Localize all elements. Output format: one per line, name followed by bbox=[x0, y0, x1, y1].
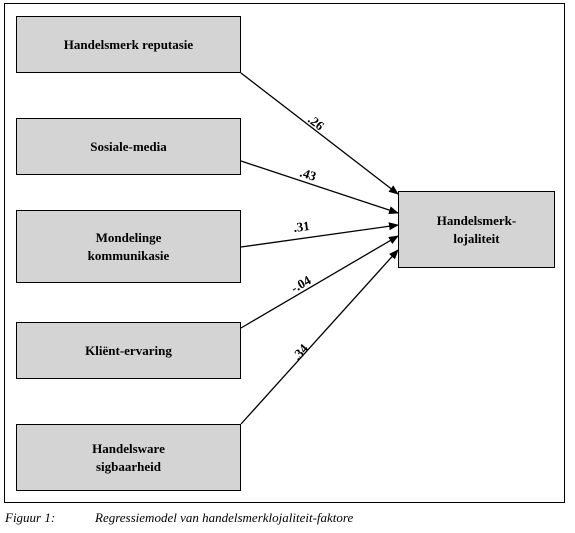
coefficient-sigbaarheid: .34 bbox=[289, 341, 311, 363]
predictor-label-line: kommunikasie bbox=[87, 247, 170, 263]
predictor-box-sosiale-media: Sosiale-media bbox=[16, 118, 241, 175]
predictor-box-klient-ervaring: Kliënt-ervaring bbox=[16, 322, 241, 379]
predictor-label-line: Mondelinge bbox=[95, 229, 162, 245]
coefficient-reputasie: .26 bbox=[305, 112, 327, 134]
arrow-klient-ervaring bbox=[240, 235, 399, 329]
arrow-reputasie bbox=[240, 72, 399, 195]
predictor-label-line: Sosiale-media bbox=[90, 138, 167, 154]
outcome-label-line: Handelsmerk- bbox=[436, 212, 517, 228]
arrow-sosiale-media bbox=[240, 160, 399, 214]
predictor-label-line: Handelsware bbox=[92, 440, 165, 456]
predictor-box-mondelinge-kommunikasie: Mondelinge kommunikasie bbox=[16, 210, 241, 283]
coefficient-klient-ervaring: -.04 bbox=[288, 272, 314, 296]
caption-text: Regressiemodel van handelsmerklojaliteit… bbox=[95, 510, 354, 525]
predictor-label-line: Handelsmerk reputasie bbox=[63, 36, 194, 52]
figure-frame bbox=[4, 3, 565, 503]
arrow-mondelinge bbox=[240, 222, 399, 248]
predictor-label-line: Kliënt-ervaring bbox=[85, 342, 172, 358]
predictor-box-handelsmerk-reputasie: Handelsmerk reputasie bbox=[16, 16, 241, 73]
predictor-box-handelsware-sigbaarheid: Handelsware sigbaarheid bbox=[16, 424, 241, 491]
outcome-label-line: lojaliteit bbox=[453, 230, 500, 246]
predictor-label-line: sigbaarheid bbox=[95, 458, 161, 474]
caption-label: Figuur 1: bbox=[5, 510, 56, 525]
arrow-sigbaarheid bbox=[240, 249, 399, 425]
coefficient-mondelinge: .31 bbox=[293, 218, 311, 235]
coefficient-sosiale-media: .43 bbox=[298, 165, 319, 184]
